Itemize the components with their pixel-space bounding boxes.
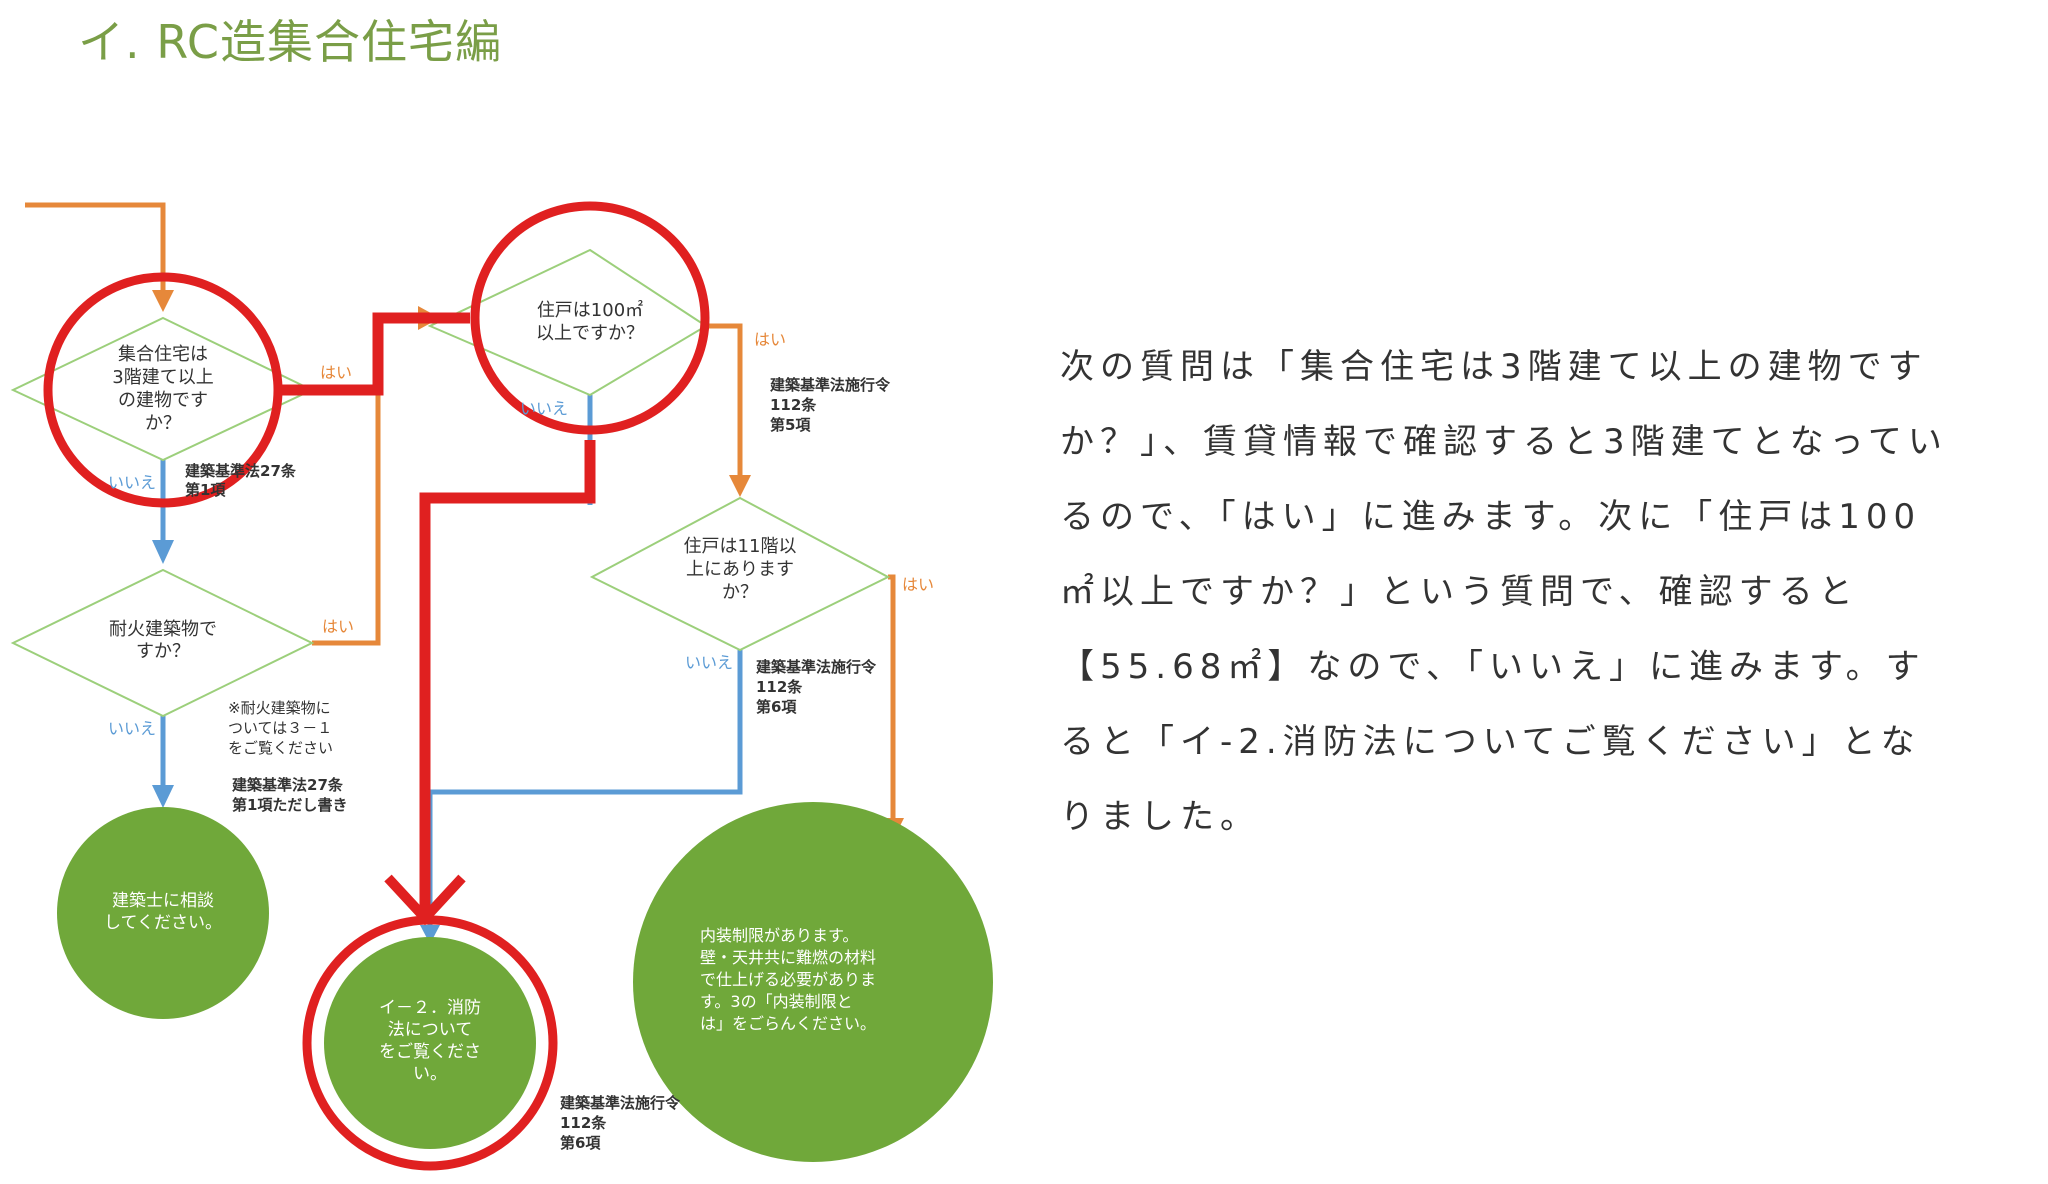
result-interior-restriction [633,802,993,1162]
result-consult-architect-label: 建築士に相談してください。 [104,891,222,933]
result-interior-restriction-label: 内装制限があります。壁・天井共に難燃の材料で仕上げる必要があります。3の「内装制… [700,926,876,1033]
no-label-q4: いいえ [685,653,733,672]
connector-entry [25,202,166,300]
decision-q4 [589,496,891,652]
arrow-head-q3-yes [729,475,751,497]
page-heading: イ. RC造集合住宅編 [78,15,503,69]
decision-q3-label: 住戸は100㎡以上ですか？ [536,299,644,344]
decision-q2 [10,568,315,718]
result-consult-architect [57,807,269,1019]
note-q1: 建築基準法27条第1項 [185,462,297,499]
highlight-circle-result [302,915,558,1171]
note-q2b: 建築基準法27条第1項ただし書き [232,776,347,814]
connector-q2-yes [312,390,381,646]
decision-q1 [10,316,315,462]
arrow-head-entry [152,290,174,312]
connector-q4-yes [888,574,896,828]
highlight-path [280,312,470,396]
no-label-q2: いいえ [108,719,156,738]
arrow-head-q2-no [152,785,174,808]
decision-q3 [427,248,708,397]
note-q2: ※耐火建築物については３－１をご覧ください [228,699,333,757]
decision-q2-label: 耐火建築物ですか？ [109,619,217,662]
highlight-path-down [419,440,596,915]
yes-label-q4: はい [902,575,934,594]
yes-label-q2: はい [322,617,354,636]
decision-q4-label: 住戸は11階以上にありますか？ [684,536,797,603]
arrow-head-q1-no [152,540,174,564]
no-label-q3: いいえ [520,399,568,418]
yes-label-q3: はい [754,330,786,349]
explanation-paragraph: 次の質問は「集合住宅は3階建て以上の建物ですか？」、賃貸情報で確認すると3階建て… [1060,347,1948,837]
yes-label-q1: はい [320,363,352,382]
highlight-circle-q3 [470,201,710,435]
highlight-circle-q1 [43,272,283,508]
result-fire-law-label: イ－２．消防法についてをご覧ください。 [379,998,481,1084]
arrow-head-q4-no [420,925,440,944]
no-label-q1: いいえ [108,473,156,492]
result-fire-law [324,937,536,1149]
connector-q3-yes [706,323,743,485]
explanation-text: 次の質問は「集合住宅は3階建て以上の建物ですか？」、賃貸情報で確認すると3階建て… [1060,330,1960,855]
connector-q1-yes [280,315,430,393]
